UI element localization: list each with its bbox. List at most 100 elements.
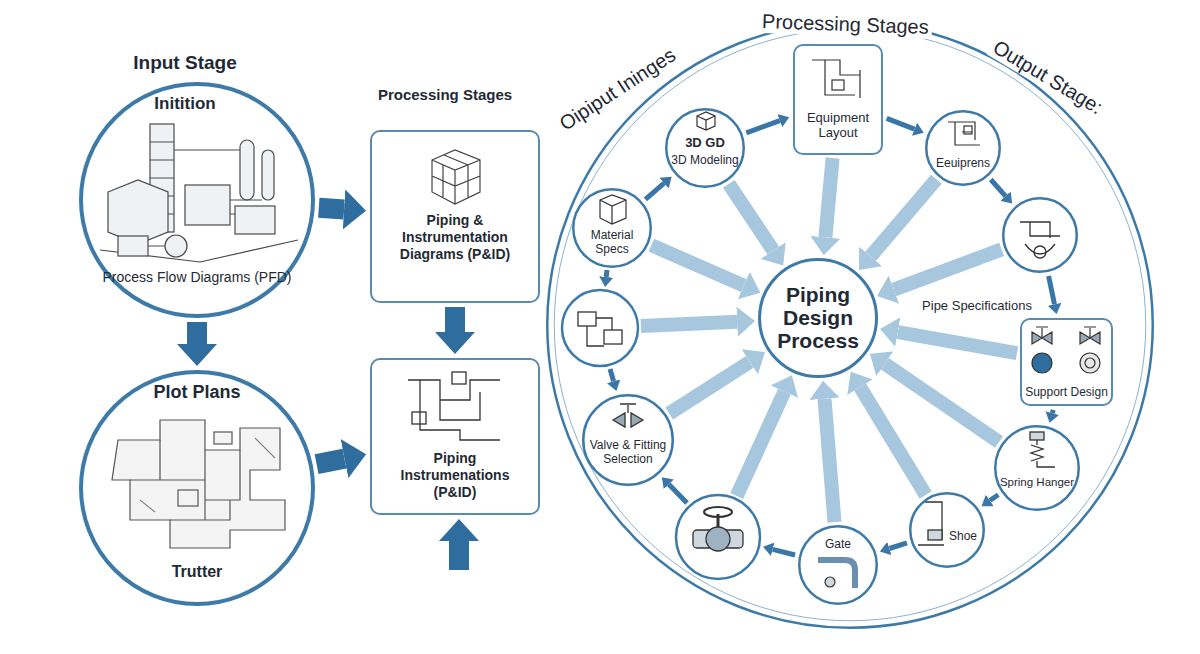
tank [262,150,274,200]
plot-area [214,432,232,444]
step-box: Equipment Layout [793,44,883,155]
step-circle: Material Specs [572,188,652,268]
node-title: Input Stage [133,52,236,74]
ring-arrow [1049,276,1055,304]
node-outline [994,425,1080,511]
ring-arrow [990,495,999,501]
node-text: Trutter [172,562,223,581]
support-disc [1080,353,1100,373]
spoke-arrow [825,399,835,522]
schematic-block [604,330,622,344]
text-slot: Piping & Instrumentation Diagrams (P&ID) [378,212,532,263]
pipe-elbow [818,560,855,588]
cube-grid [432,150,480,204]
schematic-block [578,312,596,326]
box-border [1021,319,1112,405]
vessel [165,235,187,257]
node-title: Gate [825,537,851,551]
step-circle: Valve & Fitting Selection [582,394,674,486]
node-text: Processing Stages [758,10,931,39]
plot-leader [140,438,275,512]
plot-lines [130,440,240,520]
spoke-arrow [871,179,937,256]
box-border [371,131,539,302]
spoke-arrow [860,387,926,495]
plot-plan-illustration [112,420,285,548]
spoke-arrow [885,364,999,442]
text-slot: Pipe Specifications [902,296,1052,314]
text-slot: Processing Stages [745,13,945,36]
text-slot: Output Stage: [973,66,1123,89]
text-slot: Initition [125,94,245,114]
valve-symbol [613,413,643,427]
equipment-lines [948,122,980,145]
cube-icon [432,150,480,204]
text-slot: Valve & Fitting Selection [585,438,671,467]
circle-border [760,260,877,377]
flow-arrow [319,208,344,210]
tank [240,140,254,200]
process-box: Piping Instrumenations (P&ID) [370,358,540,515]
pipe-lines [1020,222,1060,254]
node-title: Shoe [949,529,977,543]
node-title: Pipe Specifications [919,298,1035,314]
node-text: 3D Modeling [671,153,738,167]
text-slot: Material Specs [577,228,647,257]
schematic-circle [562,290,638,366]
schematic-lines [587,318,612,346]
input-circle: Input StageInititionProcess Flow Diagram… [79,82,315,318]
pid-block [412,412,426,424]
node-title: Piping & Instrumentation Diagrams (P&ID) [378,212,532,263]
valve-stem [620,404,636,413]
flow-arrow [187,322,207,344]
pipe-fitting [1034,246,1046,258]
spring [1031,440,1055,467]
ring-arrow [991,180,1006,197]
spring-hanger-icon [1030,432,1055,467]
shoe-lines [918,502,944,545]
spoke-arrow [898,332,1017,353]
ring-arrow [604,270,610,277]
valve-illustration [693,507,743,551]
ring-arrow [887,118,915,129]
text-slot: Gate [818,534,858,552]
ring-arrow [610,369,614,381]
gate-valve [825,577,835,587]
valve-fitting-icon [613,404,643,427]
node-title: Spring Hanger [1000,475,1074,489]
node-title: Material Specs [577,228,647,256]
circle-border [995,426,1079,510]
step-circle: Spring Hanger [994,425,1080,511]
text-slot: Processing Stages [345,86,545,104]
circle-border [583,395,673,485]
spoke-arrow [729,184,773,251]
layout-block [832,80,844,90]
circle-border [573,189,651,267]
step-circle: Shoe [909,492,985,568]
circle-border [1003,198,1077,272]
flow-arrow [317,459,345,465]
circle-border [81,84,313,316]
shoe-block [928,530,942,540]
text-slot: Eeuiprens [929,153,997,171]
stage-ring: Oipiput IningesProcessing StagesOutput S… [545,20,1155,630]
step-circle: 3D GD3D Modeling [665,108,745,188]
node-title: Valve & Fitting Selection [585,438,671,466]
equipment-icon [948,122,980,145]
step-circle: Gate [798,525,878,605]
circle-border [666,109,744,187]
inner-ring [554,29,1146,621]
circle-border [926,111,1000,185]
stage-heading: Processing Stages [378,86,512,104]
input-arrow [449,541,469,570]
schematic-illustration [578,312,622,346]
plot-area [178,490,198,506]
ring-arrow [669,484,687,503]
building [108,180,168,244]
valve-stem [1036,327,1096,338]
node-outline [925,110,1001,186]
node-title: Oipiput Ininges [553,42,682,137]
equipment-block [964,126,972,134]
support-disc [1032,353,1052,373]
